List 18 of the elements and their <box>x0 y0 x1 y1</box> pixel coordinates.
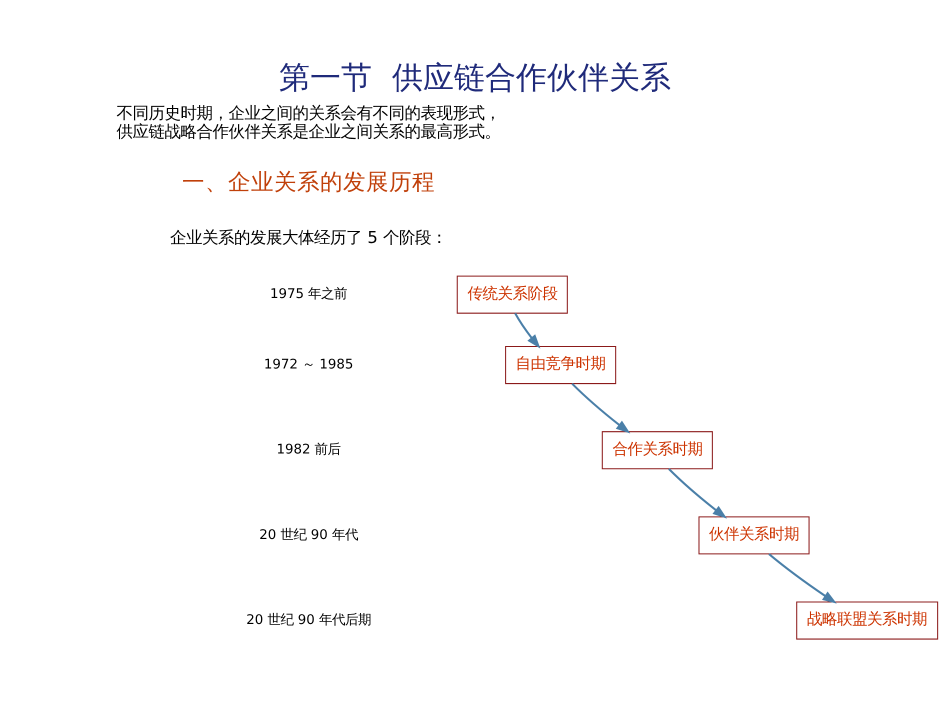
label: 1982 前后 <box>276 442 341 458</box>
label: 1972 ～ 1985 <box>264 358 354 373</box>
diagram-title: 第一节 供应链合作伙伴关系 <box>279 60 671 96</box>
label: 1975 年之前 <box>270 287 348 302</box>
node-box: 合作关系时期 <box>602 431 713 470</box>
node-box: 自由竞争时期 <box>505 346 616 384</box>
node-box: 伙伴关系时期 <box>698 516 810 554</box>
label: 一、企业关系的发展历程 <box>182 169 436 196</box>
arrow <box>768 553 837 604</box>
label: 不同历史时期，企业之间的关系会有不同的表现形式，供应链战略合作伙伴关系是企业之间关系的最高形式。 <box>116 104 501 142</box>
node-box: 传统关系阶段 <box>456 276 568 314</box>
label: 企业关系的发展大体经历了 5 个阶段： <box>170 228 448 248</box>
arrow <box>514 312 540 349</box>
arrow <box>571 382 630 434</box>
label: 20 世纪 90 年代 <box>259 528 358 543</box>
label: 20 世纪 90 年代后期 <box>246 613 371 628</box>
node-box: 战略联盟关系时期 <box>796 602 938 640</box>
arrow <box>668 468 727 519</box>
